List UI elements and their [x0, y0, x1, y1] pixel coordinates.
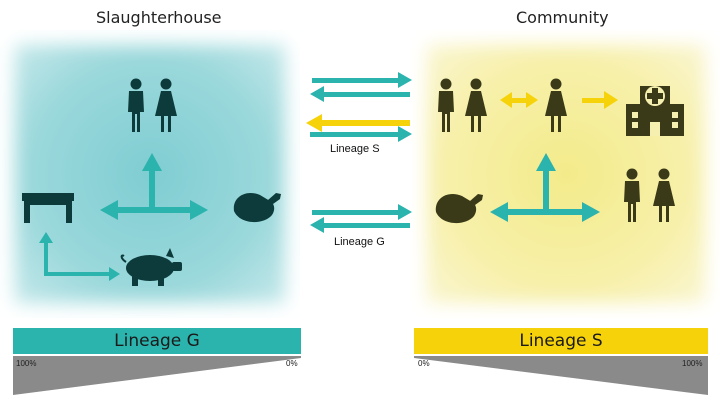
pig-icon [120, 248, 182, 286]
lineage-s-transmission-label: Lineage S [330, 143, 380, 155]
lineage-s-start-pct: 0% [418, 359, 430, 368]
transmission-arrows-top [306, 72, 412, 142]
lineage-s-bar: Lineage S [414, 328, 708, 354]
community-woman-icon [545, 78, 567, 132]
transmission-arrows-bottom [310, 204, 412, 233]
slaughterhouse-gradient-wedge [13, 356, 301, 395]
lineage-s-end-pct: 100% [682, 359, 703, 368]
community-gradient-wedge [414, 356, 708, 395]
lineage-g-end-pct: 0% [286, 359, 298, 368]
lineage-g-transmission-label: Lineage G [334, 236, 385, 248]
slaughterhouse-ham-icon [233, 192, 281, 223]
community-title: Community [516, 8, 609, 27]
slaughterhouse-people-icon [128, 78, 177, 132]
slaughterhouse-title: Slaughterhouse [96, 8, 222, 27]
community-people-icon [438, 78, 487, 132]
hospital-icon [626, 86, 684, 136]
community-people-icon-bottom [624, 168, 675, 222]
slaughterhouse-arrows [39, 153, 208, 281]
community-ham-icon [435, 193, 483, 224]
table-icon [22, 193, 74, 223]
lineage-g-bar: Lineage G [13, 328, 301, 354]
lineage-g-start-pct: 100% [16, 359, 37, 368]
community-teal-arrows [490, 153, 600, 222]
community-yellow-arrows [500, 91, 618, 109]
